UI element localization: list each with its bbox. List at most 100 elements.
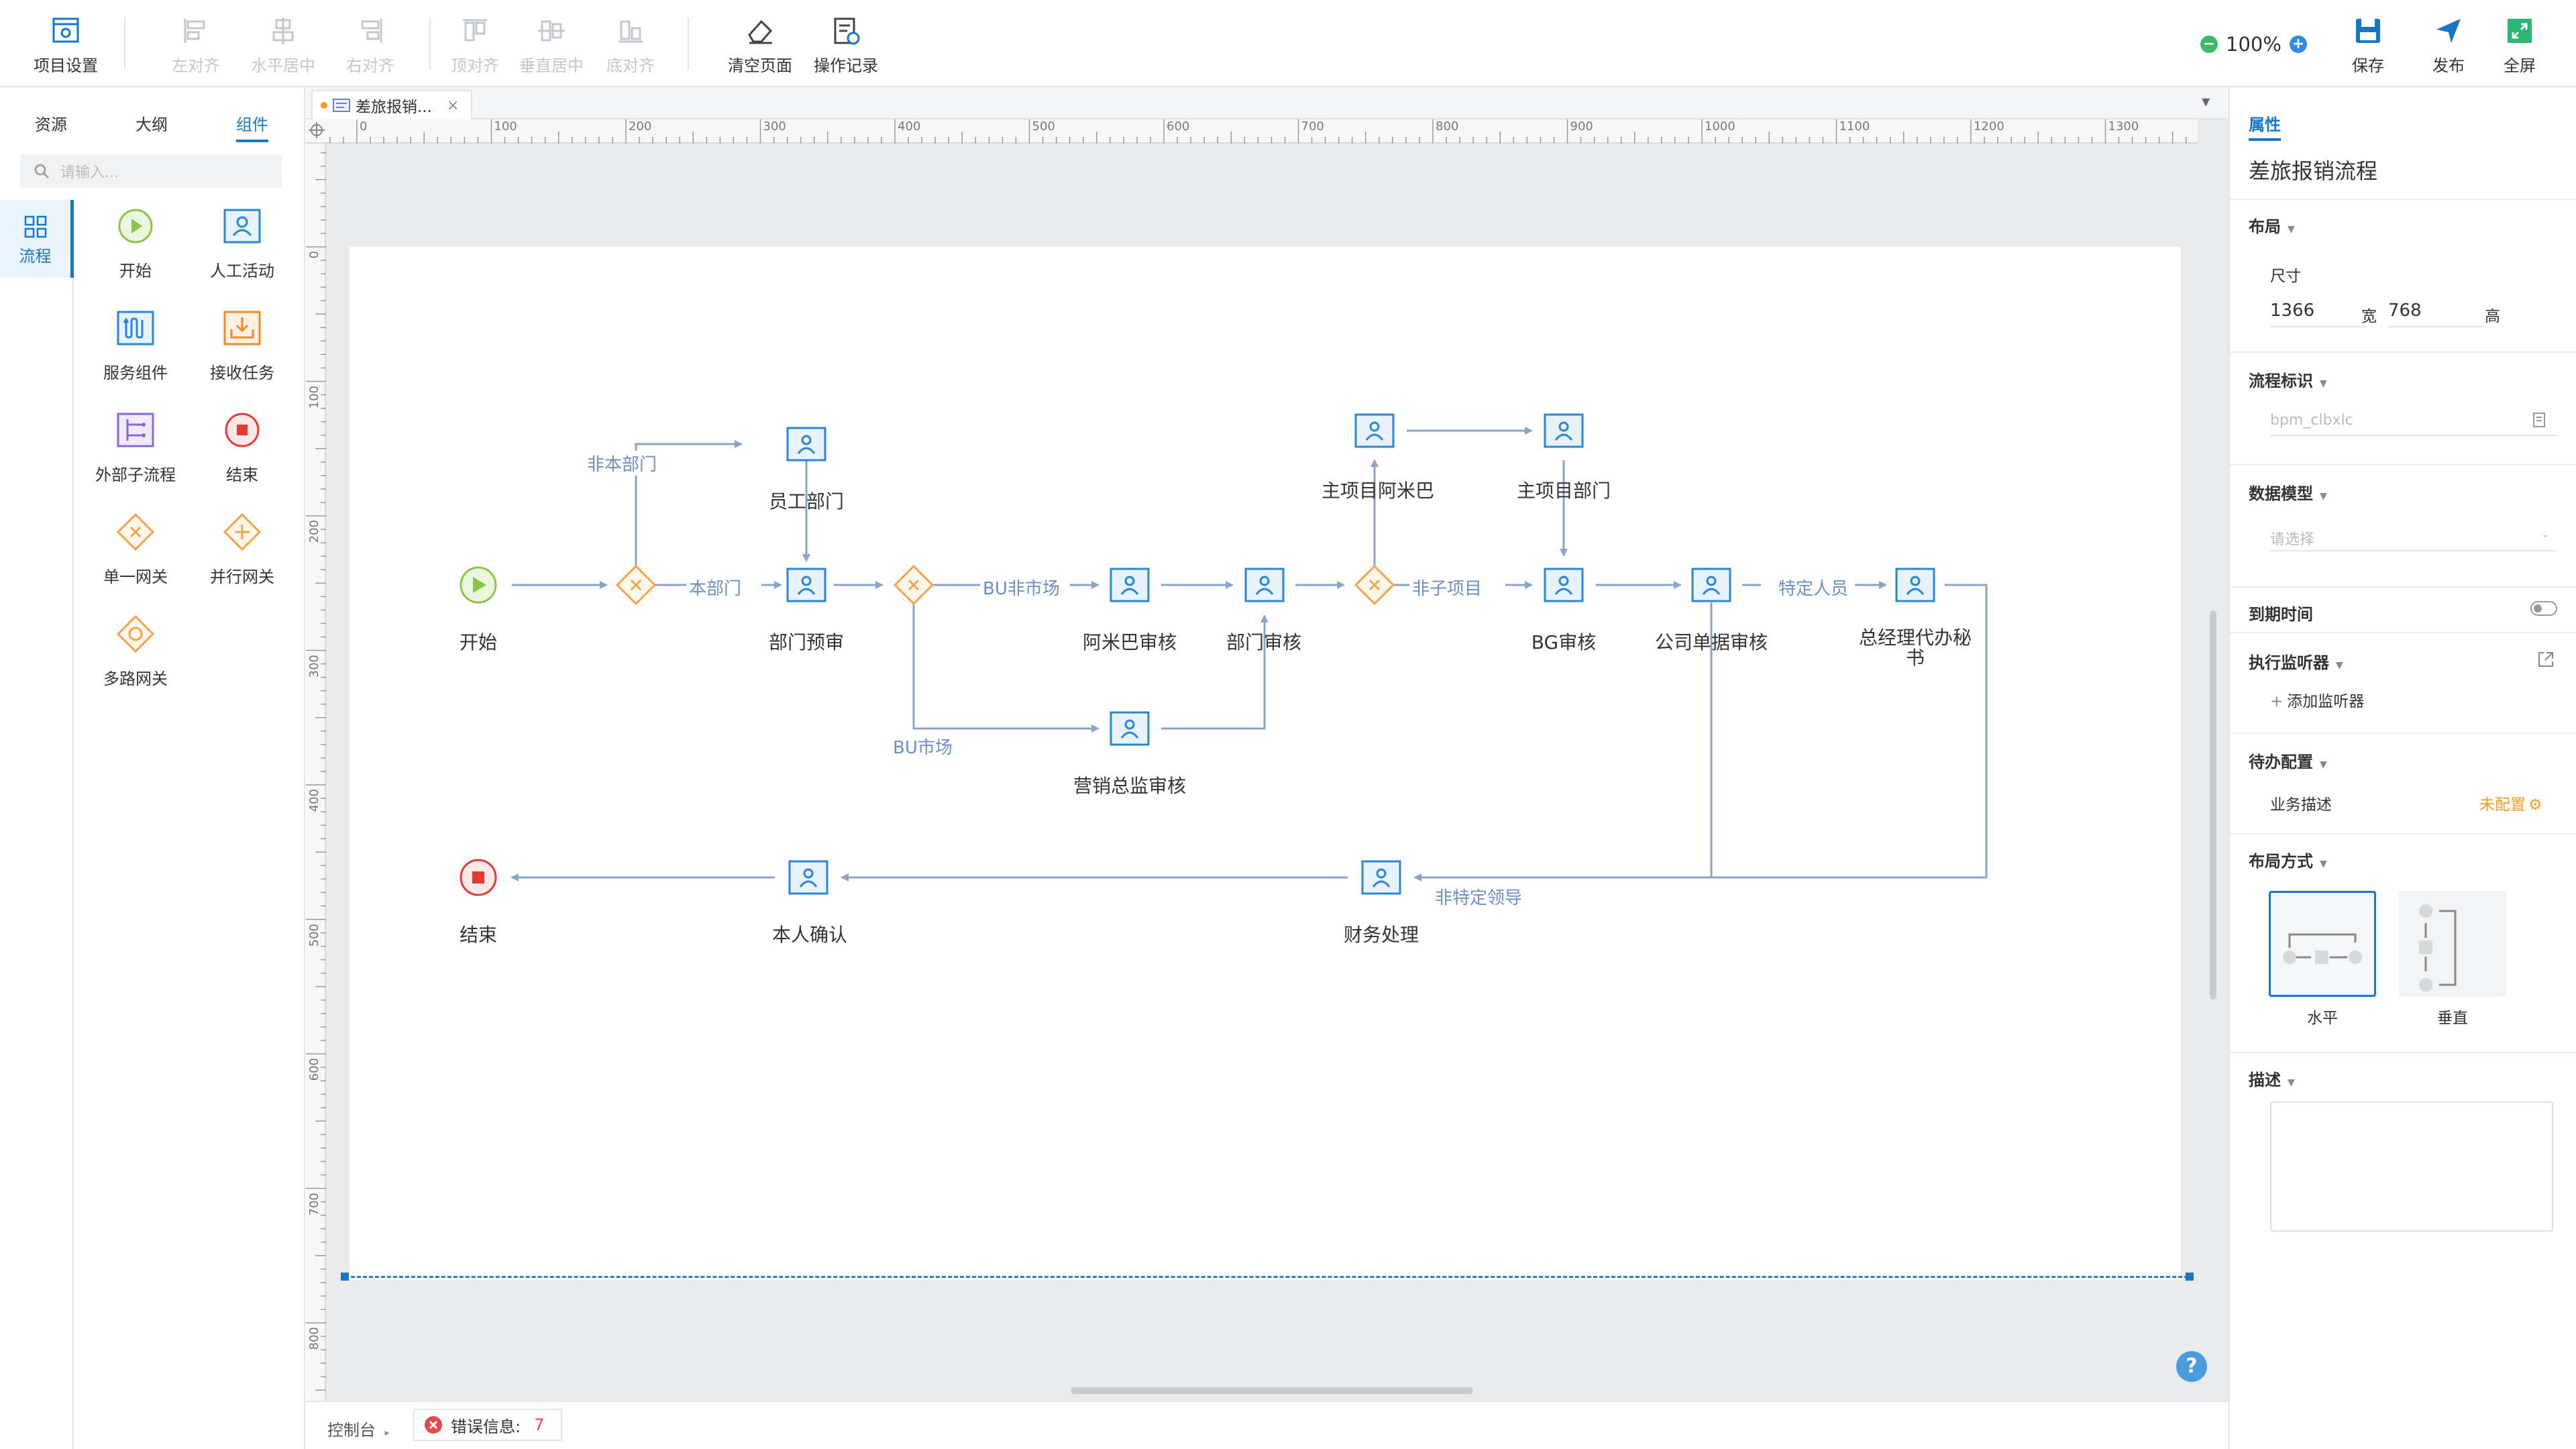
- edge-bu-market[interactable]: [912, 601, 1099, 733]
- align-right-icon: [361, 19, 382, 43]
- user-task-gm-secretary[interactable]: [1895, 568, 1935, 602]
- align-top-label: 顶对齐: [451, 56, 499, 75]
- edge-not-dept[interactable]: [635, 440, 743, 569]
- zoom-out-icon[interactable]: −: [2200, 36, 2218, 53]
- component-start[interactable]: 开始: [85, 205, 186, 281]
- user-task-company[interactable]: [1691, 568, 1731, 602]
- history-button[interactable]: 操作记录: [806, 16, 886, 76]
- user-task-marketing[interactable]: [1110, 711, 1150, 746]
- layout-vertical-option[interactable]: [2399, 891, 2506, 997]
- user-task-main-amiba[interactable]: [1354, 413, 1395, 448]
- not-configured-link[interactable]: 未配置⚙: [2479, 792, 2542, 814]
- align-top-button[interactable]: 顶对齐: [435, 16, 515, 76]
- height-input[interactable]: 768: [2388, 301, 2422, 321]
- tab-properties[interactable]: 属性: [2249, 115, 2281, 134]
- component-end[interactable]: 结束: [192, 409, 292, 485]
- end-event[interactable]: [460, 859, 497, 896]
- section-listener[interactable]: 执行监听器▼: [2249, 649, 2343, 673]
- user-task-bg[interactable]: [1544, 568, 1584, 602]
- project-settings-button[interactable]: 项目设置: [25, 16, 106, 76]
- component-parallel-gateway[interactable]: 并行网关: [192, 511, 292, 587]
- error-info-button[interactable]: 错误信息: 7: [413, 1409, 562, 1441]
- node-label-main-amiba: 主项目阿米巴: [1321, 480, 1434, 502]
- close-tab-icon[interactable]: ×: [446, 97, 460, 114]
- section-data-model[interactable]: 数据模型▼: [2249, 480, 2327, 504]
- flow-canvas[interactable]: 开始 员工部门 部门预审 阿米巴审核 部门审核 营销总监审核 主项目阿米巴 主项…: [350, 247, 2181, 1280]
- align-left-icon: [184, 19, 205, 43]
- description-textarea[interactable]: [2270, 1102, 2553, 1232]
- section-flow-id[interactable]: 流程标识▼: [2249, 368, 2327, 391]
- flow-diagram: [460, 413, 1988, 896]
- user-task-self-confirm[interactable]: [788, 860, 828, 895]
- component-inclusive-gateway[interactable]: 多路网关: [85, 613, 186, 689]
- component-exclusive-gateway[interactable]: 单一网关: [85, 511, 186, 587]
- section-todo[interactable]: 待办配置▼: [2249, 749, 2327, 772]
- selection-handle[interactable]: [341, 1273, 349, 1281]
- horizontal-scrollbar[interactable]: [1071, 1387, 1473, 1394]
- exclusive-gateway-2[interactable]: [893, 564, 934, 606]
- component-user-task[interactable]: 人工活动: [192, 205, 292, 281]
- align-bottom-button[interactable]: 底对齐: [590, 16, 671, 76]
- receive-task-icon: [223, 311, 261, 345]
- console-toggle[interactable]: 控制台 ▸: [327, 1417, 390, 1440]
- zoom-in-icon[interactable]: +: [2289, 36, 2307, 53]
- width-input[interactable]: 1366: [2270, 301, 2315, 321]
- edge-marketing-review[interactable]: [1161, 614, 1269, 730]
- layout-horizontal-option[interactable]: [2269, 891, 2376, 997]
- component-service-task[interactable]: 服务组件: [85, 307, 186, 383]
- align-right-button[interactable]: 右对齐: [330, 16, 411, 76]
- user-task-main-dept[interactable]: [1544, 413, 1584, 448]
- flow-id-input[interactable]: bpm_clbxlc: [2270, 412, 2353, 429]
- component-label: 多路网关: [103, 669, 168, 688]
- copy-icon[interactable]: [2530, 411, 2546, 428]
- align-bottom-icon: [619, 20, 643, 43]
- user-task-amiba[interactable]: [1110, 568, 1150, 602]
- component-subprocess[interactable]: 外部子流程: [85, 409, 186, 485]
- fullscreen-button[interactable]: 全屏: [2479, 16, 2560, 76]
- caret-down-icon: ▼: [2288, 1077, 2295, 1088]
- add-listener-button[interactable]: +添加监听器: [2270, 688, 2364, 711]
- align-vcenter-button[interactable]: 垂直居中: [511, 16, 592, 76]
- edge-gm-finance[interactable]: [1413, 584, 1988, 881]
- align-hcenter-button[interactable]: 水平居中: [243, 16, 323, 76]
- user-task-emp-dept[interactable]: [786, 427, 826, 462]
- tab-dropdown-icon[interactable]: ▼: [2202, 95, 2210, 108]
- node-label-gm-secretary-line1: 总经理代办秘: [1858, 627, 1972, 649]
- section-layout[interactable]: 布局▼: [2249, 213, 2295, 237]
- start-event[interactable]: [460, 566, 497, 604]
- save-button[interactable]: 保存: [2328, 16, 2408, 76]
- ruler-origin-icon: [309, 122, 325, 138]
- exclusive-gateway-1[interactable]: [615, 564, 657, 606]
- send-icon: [2436, 19, 2461, 43]
- section-description[interactable]: 描述▼: [2249, 1067, 2295, 1090]
- open-external-icon[interactable]: [2537, 651, 2555, 668]
- width-underline: [2270, 326, 2367, 327]
- node-label-dept-pre: 部门预审: [768, 631, 844, 653]
- subprocess-icon: [117, 413, 154, 447]
- exclusive-gateway-3[interactable]: [1354, 564, 1395, 606]
- publish-button[interactable]: 发布: [2408, 16, 2489, 76]
- document-tab[interactable]: 差旅报销... ×: [311, 90, 472, 119]
- component-receive-task[interactable]: 接收任务: [192, 307, 292, 383]
- tab-resources[interactable]: 资源: [35, 115, 67, 134]
- component-search-input[interactable]: 请输入...: [20, 154, 282, 188]
- clear-page-button[interactable]: 清空页面: [720, 16, 800, 76]
- process-name: 差旅报销流程: [2249, 158, 2378, 184]
- data-model-select[interactable]: 请选择: [2270, 531, 2315, 548]
- horizontal-ruler-ticks: [329, 119, 2187, 144]
- tab-components[interactable]: 组件: [236, 115, 268, 134]
- vertical-scrollbar[interactable]: [2210, 610, 2216, 1000]
- align-left-button[interactable]: 左对齐: [156, 16, 236, 76]
- user-task-dept-review[interactable]: [1244, 568, 1285, 602]
- section-layout-mode[interactable]: 布局方式▼: [2249, 848, 2327, 871]
- help-button[interactable]: ?: [2176, 1351, 2207, 1382]
- tab-outline[interactable]: 大纲: [136, 115, 168, 134]
- edge-label-specific: 特定人员: [1778, 575, 1849, 600]
- due-time-toggle[interactable]: [2530, 601, 2557, 616]
- user-task-dept-pre[interactable]: [786, 568, 826, 602]
- caret-down-icon: ▼: [2320, 491, 2327, 502]
- search-placeholder: 请输入...: [60, 164, 119, 181]
- user-task-finance[interactable]: [1361, 860, 1401, 895]
- selection-handle[interactable]: [2186, 1273, 2194, 1281]
- nav-item-flow[interactable]: 流程: [0, 200, 74, 278]
